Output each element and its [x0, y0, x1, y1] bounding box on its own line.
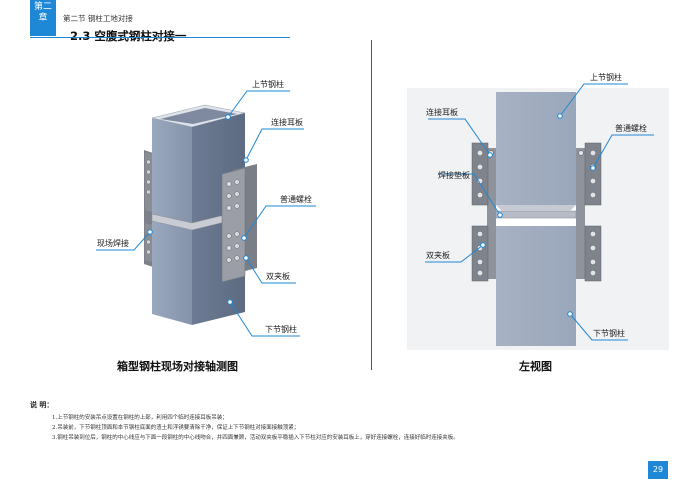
- side-label-ear-plate: 连接耳板: [426, 107, 458, 117]
- note-item: 2.吊装前，下节钢柱顶面和本节钢柱底面的渣土和浮锈要清除干净，保证上下节钢柱对接…: [52, 425, 300, 431]
- side-upper-column: [496, 92, 576, 205]
- notes-title: 说 明：: [30, 400, 54, 409]
- column-top-inner: [160, 108, 237, 124]
- axo-label-bolt: 普通螺栓: [280, 194, 312, 204]
- side-callout-lines: [425, 83, 654, 341]
- axo-label-double-clamp: 双夹板: [266, 271, 290, 281]
- note-item: 3.钢柱吊装到位后，钢柱的中心线应与下面一段钢柱的中心线吻合，并四面兼顾，活动双…: [52, 435, 459, 441]
- side-callout-dots: [480, 113, 596, 317]
- axonometric-figure: 上节钢柱 连接耳板 普通螺栓 现场焊接 双夹板 下节钢柱: [96, 79, 316, 337]
- side-right-clamp-outer-lower: [584, 225, 602, 282]
- side-label-upper-column: 上节钢柱: [590, 72, 622, 82]
- axo-label-upper-column: 上节钢柱: [252, 79, 284, 89]
- chapter-badge: 第二章: [30, 0, 56, 36]
- notes-section: 说 明： 1.上节钢柱的安装吊点设置在钢柱的上部，利用四个临时连接耳板吊装； 2…: [30, 400, 670, 443]
- axo-callout-dots: [147, 114, 249, 305]
- side-lower-column: [496, 226, 576, 346]
- side-right-ear-plate: [576, 148, 585, 279]
- side-weld-bevel: [496, 205, 576, 211]
- side-label-lower-column: 下节钢柱: [593, 328, 625, 338]
- axonometric-caption: 箱型钢柱现场对接轴测图: [117, 360, 238, 373]
- side-label-bolt: 普通螺栓: [615, 123, 647, 133]
- figure-divider: [371, 40, 372, 370]
- notes-list: 1.上节钢柱的安装吊点设置在钢柱的上部，利用四个临时连接耳板吊装； 2.吊装前，…: [30, 413, 670, 443]
- lower-column-front: [152, 221, 192, 325]
- side-view-caption: 左视图: [519, 360, 552, 373]
- page-number: 29: [648, 461, 668, 479]
- side-right-clamp-outer: [584, 142, 602, 206]
- axo-label-lower-column: 下节钢柱: [265, 324, 297, 334]
- side-view-figure: 上节钢柱 连接耳板 普通螺栓 焊接垫板 双夹板 下节钢柱: [407, 72, 669, 350]
- side-label-double-clamp: 双夹板: [426, 250, 450, 260]
- side-left-ear-plate: [487, 148, 496, 279]
- axo-callout-lines: [96, 90, 316, 337]
- right-bolts: [226, 179, 240, 263]
- section-title: 2.3 空腹式钢柱对接一: [70, 29, 187, 43]
- upper-column-front: [152, 118, 192, 223]
- note-item: 1.上节钢柱的安装吊点设置在钢柱的上部，利用四个临时连接耳板吊装；: [52, 415, 228, 421]
- axo-label-ear-plate: 连接耳板: [271, 117, 303, 127]
- side-label-weld-backing: 焊接垫板: [438, 170, 470, 180]
- axo-label-field-weld: 现场焊接: [97, 238, 129, 248]
- header-rule: [30, 37, 290, 38]
- right-clamp-plate-front: [221, 167, 246, 283]
- section-label: 第二节 钢柱工地对接: [63, 14, 133, 23]
- side-weld-backing: [495, 210, 577, 219]
